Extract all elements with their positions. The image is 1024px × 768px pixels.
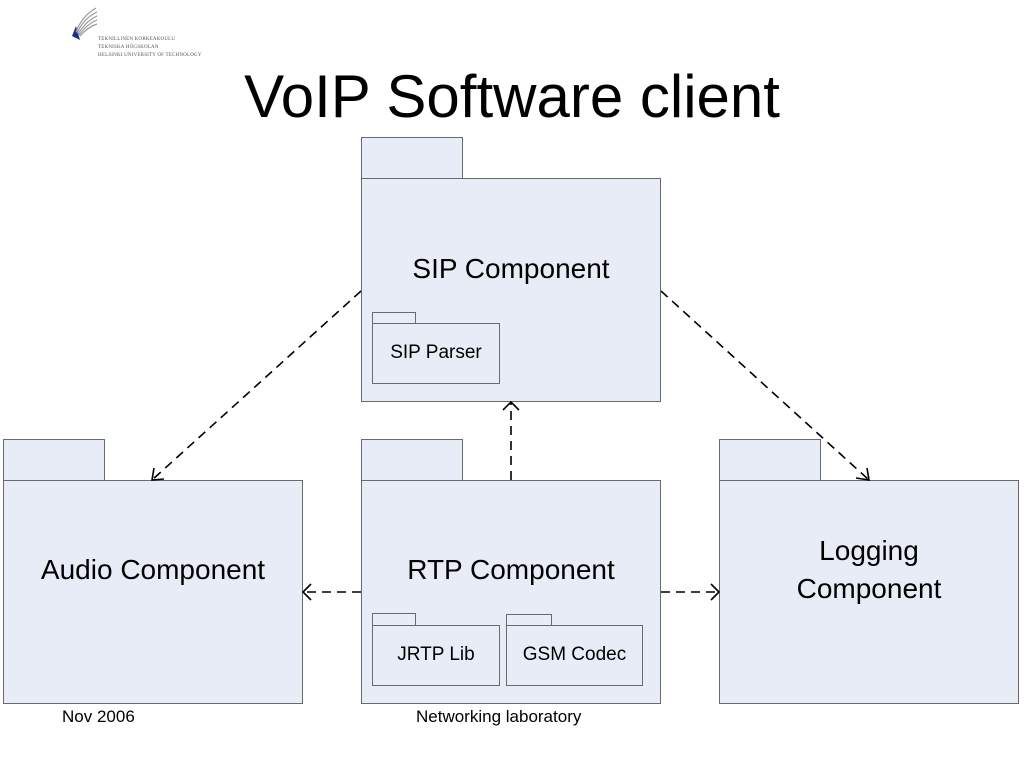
gsm-codec-label: GSM Codec — [522, 644, 627, 665]
arrowhead-sip — [502, 400, 520, 411]
package-tab — [3, 439, 105, 481]
footer-center: Networking laboratory — [416, 707, 582, 726]
arrowhead-logging-from-rtp — [710, 583, 721, 601]
audio-component-label: Audio Component — [40, 554, 266, 585]
audio-component-package: Audio Component — [3, 439, 303, 704]
logging-component-label: Logging Component — [796, 535, 942, 604]
arrow-sip-to-audio — [151, 290, 362, 481]
jrtp-lib-label: JRTP Lib — [397, 644, 475, 665]
arrowhead-logging-from-sip — [855, 467, 870, 481]
sip-component-label: SIP Component — [412, 253, 610, 284]
logging-component-package: Logging Component — [719, 439, 1019, 704]
gsm-codec-package: GSM Codec — [506, 614, 643, 686]
package-body — [3, 480, 303, 704]
arrow-sip-to-logging — [660, 290, 870, 481]
sip-parser-label: SIP Parser — [390, 342, 482, 363]
sip-component-package: SIP Component — [361, 137, 661, 402]
subpackage-body — [506, 625, 643, 686]
subpackage-body — [372, 625, 500, 686]
package-tab — [361, 439, 463, 481]
jrtp-lib-package: JRTP Lib — [372, 613, 500, 686]
logo-emblem-icon — [72, 7, 98, 40]
logo-text: TEKNILLINEN KORKEAKOULU TEKNISKA HÖGSKOL… — [98, 37, 202, 58]
arrowhead-audio — [151, 467, 165, 481]
subpackage-body — [372, 323, 500, 384]
page-title: VoIP Software client — [244, 63, 780, 130]
rtp-component-label: RTP Component — [407, 554, 615, 585]
package-tab — [719, 439, 821, 481]
package-body — [719, 480, 1019, 704]
university-logo: TEKNILLINEN KORKEAKOULU TEKNISKA HÖGSKOL… — [68, 6, 218, 62]
arrowhead-audio-from-rtp — [301, 583, 312, 601]
footer-date: Nov 2006 — [62, 707, 135, 726]
sip-parser-package: SIP Parser — [372, 312, 500, 384]
